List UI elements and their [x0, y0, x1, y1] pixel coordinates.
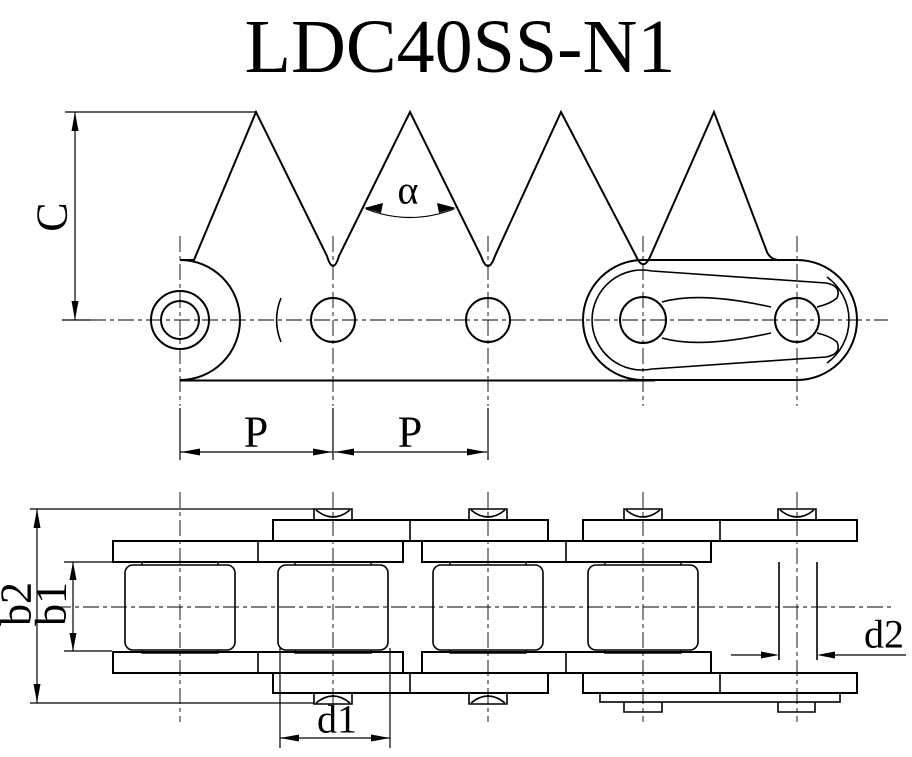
plate-end-arc	[275, 297, 282, 343]
dimension-p-2: P	[334, 408, 489, 460]
roller-rect	[432, 564, 544, 651]
pin-rivet-heads-bottom	[313, 693, 508, 705]
roller-circle	[150, 290, 210, 350]
label-d2: d2	[864, 612, 904, 657]
tooth-profile	[179, 109, 779, 381]
label-c: C	[28, 202, 77, 231]
bushing-edges	[141, 561, 682, 654]
dimension-b1: b1	[27, 561, 112, 652]
dimension-alpha: α	[364, 168, 456, 219]
label-p2: P	[398, 408, 422, 457]
roller-rect	[277, 564, 389, 651]
label-b1: b1	[27, 582, 76, 626]
side-view: C α P P	[28, 109, 888, 460]
pin1-circle	[160, 300, 200, 340]
label-alpha: α	[398, 168, 419, 213]
pin4-end-stub	[623, 702, 663, 713]
pin3-circle	[465, 297, 511, 343]
pin-rivet-heads-top	[313, 508, 817, 520]
dimension-c: C	[28, 111, 257, 321]
dimension-b2: b2	[0, 508, 314, 704]
roller-rect	[587, 564, 699, 651]
dimension-d2: d2	[731, 612, 906, 659]
dimension-d1: d1	[279, 648, 391, 748]
label-d1: d1	[317, 697, 357, 742]
label-p1: P	[244, 408, 268, 457]
pin5-circle	[774, 297, 820, 343]
roller-rect	[124, 564, 236, 651]
pin5-end-stub	[777, 702, 816, 713]
pin4-circle	[619, 296, 667, 344]
label-b2: b2	[0, 582, 41, 626]
clip-link-plate	[582, 259, 858, 381]
spring-clip	[591, 269, 839, 371]
drawing-title: LDC40SS-N1	[245, 5, 676, 89]
plan-view: b2 b1 d1 d2	[0, 492, 906, 748]
dimension-p-1: P	[179, 408, 334, 460]
clip-link-inner-arc	[826, 276, 850, 364]
pin2-circle	[310, 297, 356, 343]
spring-clip-edge	[599, 692, 841, 703]
